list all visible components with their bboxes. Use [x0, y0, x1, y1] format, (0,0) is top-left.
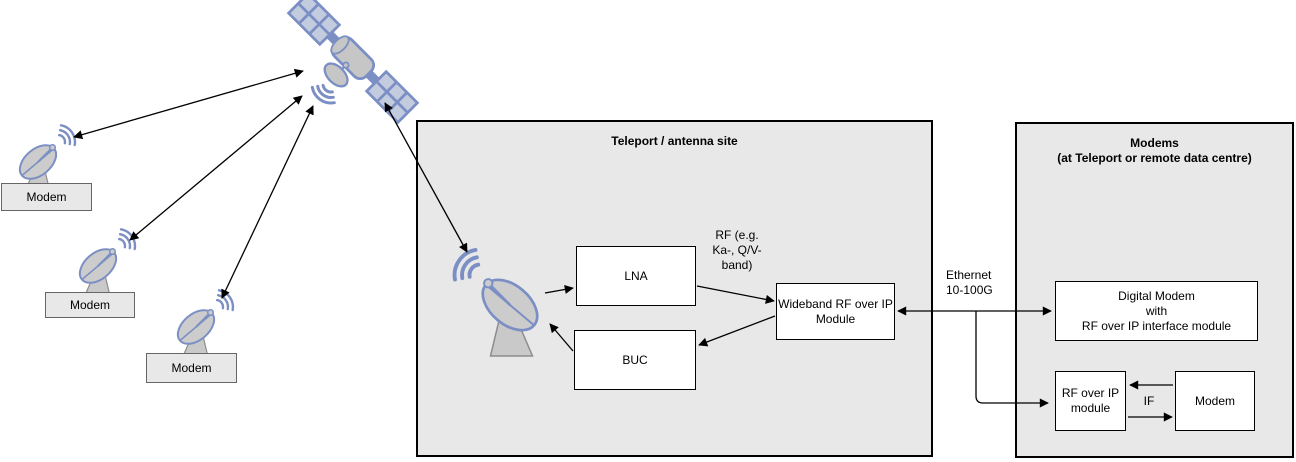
satellite-dish-icon-3 — [176, 289, 235, 362]
wideband-rfoip-box: Wideband RF over IP Module — [776, 283, 895, 340]
teleport-site-title: Teleport / antenna site — [611, 134, 738, 148]
link-satellite-dish1 — [73, 68, 304, 140]
wideband-rfoip-label: Wideband RF over IP Module — [778, 296, 893, 326]
ground-modem-label-3: Modem — [171, 361, 212, 375]
rfoip-module-box: RF over IP module — [1055, 371, 1126, 431]
buc-box: BUC — [574, 330, 696, 390]
buc-label: BUC — [622, 352, 648, 367]
if-label: IF — [1143, 394, 1155, 408]
modem-box: Modem — [1175, 371, 1255, 431]
satellite-signal-arcs-icon — [310, 83, 336, 105]
link-satellite-dish3 — [221, 105, 314, 299]
ground-modem-box-1: Modem — [1, 183, 92, 211]
rf-band-label: RF (e.g. Ka-, Q/V- band) — [712, 228, 762, 272]
modem-box-label: Modem — [1194, 393, 1235, 408]
ground-modem-label-2: Modem — [69, 298, 110, 312]
modems-site-title: Modems (at Teleport or remote data centr… — [1057, 136, 1252, 165]
digital-modem-box: Digital Modem with RF over IP interface … — [1055, 281, 1258, 341]
ethernet-label: Ethernet 10-100G — [946, 268, 993, 297]
ground-modem-box-3: Modem — [146, 353, 237, 383]
rfoip-module-label: RF over IP module — [1061, 386, 1120, 415]
satellite-dish-icon-2 — [78, 228, 137, 301]
ground-modem-label-1: Modem — [26, 190, 67, 204]
link-satellite-dish2 — [129, 95, 303, 241]
lna-box: LNA — [576, 246, 696, 306]
lna-label: LNA — [624, 268, 648, 283]
ground-modem-box-2: Modem — [45, 292, 135, 318]
digital-modem-label: Digital Modem with RF over IP interface … — [1081, 288, 1232, 333]
satellite-icon — [286, 0, 420, 125]
